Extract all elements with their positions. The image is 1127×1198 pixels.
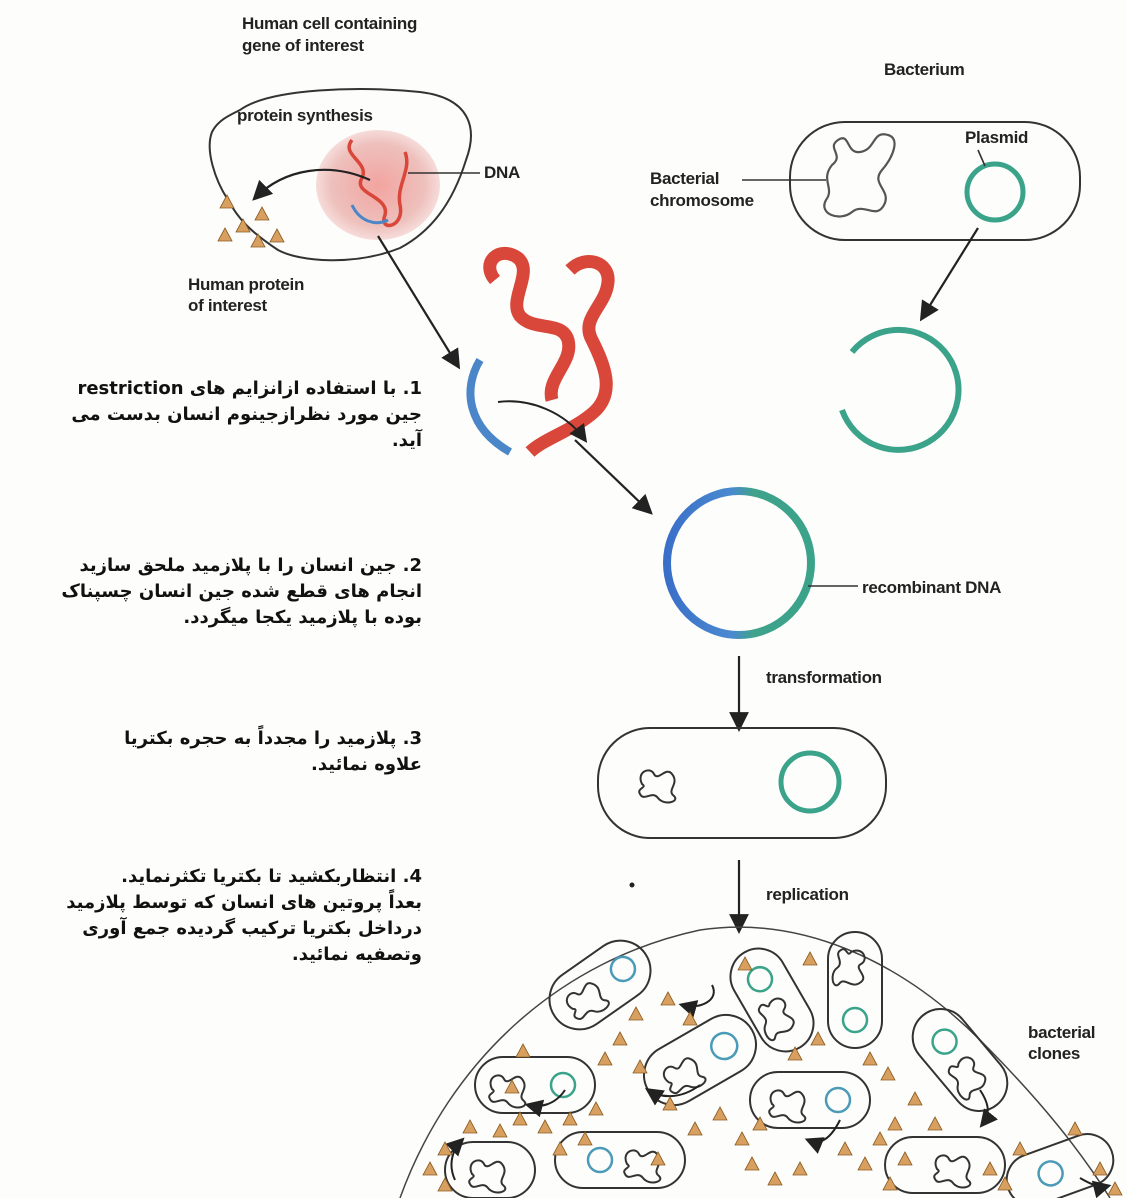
ligation-arrow (575, 440, 650, 512)
transformation-label: transformation (766, 668, 882, 688)
human-protein-label: Human protein of interest (188, 274, 304, 316)
dna-fragment-red-1 (490, 253, 569, 400)
recombinant-dna-label: recombinant DNA (862, 578, 1001, 598)
human-cell-title: Human cell containing gene of interest (242, 13, 417, 57)
step-3-line-1: پلازمید را مجدداً به حجره بکتریا (124, 728, 396, 749)
step-4-line-4: وتصفیه نمائید. (66, 942, 422, 968)
transformed-bacterium (598, 728, 886, 838)
plasmid-label-line (978, 150, 985, 166)
step-3-line-2: علاوه نمائید. (124, 752, 422, 778)
step-4-line-3: درداخل بکتریا ترکیب گردیده جمع آوری (66, 916, 422, 942)
step-4: 4. انتظاربکشید تا بکتریا تکثرنماید. بعدا… (66, 864, 422, 968)
transformed-plasmid (781, 753, 839, 811)
step-4-number: 4. (403, 866, 422, 887)
bacterial-clones (400, 927, 1122, 1198)
step-3: 3. پلازمید را مجدداً به حجره بکتریا علاو… (124, 726, 422, 778)
step-1-line-1: با استفاده ازانزایم های restriction (77, 378, 396, 399)
step-4-line-2: بعداً پروتین های انسان که توسط پلازمید (66, 890, 422, 916)
step-2: 2. جین انسان را با پلازمید ملحق سازید ان… (61, 553, 422, 631)
step-1-line-2: جین مورد نظرازجینوم انسان بدست می (71, 402, 422, 428)
plasmid-extract-arrow (922, 228, 978, 318)
step-2-line-2: انجام های قطع شده جین انسان چسپناک (61, 579, 422, 605)
dna-label: DNA (484, 163, 520, 183)
bacterial-chromosome-label: Bacterial chromosome (650, 168, 754, 212)
step-2-line-3: بوده با پلازمید یکجا میگردد. (61, 605, 422, 631)
recombinant-plasmid (667, 491, 811, 635)
human-proteins (218, 195, 284, 247)
step-2-number: 2. (403, 555, 422, 576)
step-1-number: 1. (403, 378, 422, 399)
bacterial-chromosome (824, 134, 894, 216)
step-4-line-1: انتظاربکشید تا بکتریا تکثرنماید. (121, 866, 396, 887)
plasmid-label: Plasmid (965, 128, 1028, 148)
step-2-line-1: جین انسان را با پلازمید ملحق سازید (79, 555, 396, 576)
gene-fragment-blue (470, 360, 510, 452)
replication-label: replication (766, 885, 849, 905)
protein-synthesis-label: protein synthesis (237, 106, 373, 126)
gene-extract-arrow (378, 236, 458, 366)
plasmid (967, 164, 1023, 220)
bacterial-clones-label: bacterial clones (1028, 1022, 1095, 1064)
bacterium (742, 122, 1080, 240)
step-1-line-3: آید. (71, 428, 422, 454)
step-3-number: 3. (403, 728, 422, 749)
bacterium-cell-wall (790, 122, 1080, 240)
cut-dna-fragments (470, 253, 608, 452)
bacterium-title: Bacterium (884, 60, 964, 80)
cut-plasmid (842, 330, 959, 450)
step-1: 1. با استفاده ازانزایم های restriction ج… (71, 376, 422, 454)
